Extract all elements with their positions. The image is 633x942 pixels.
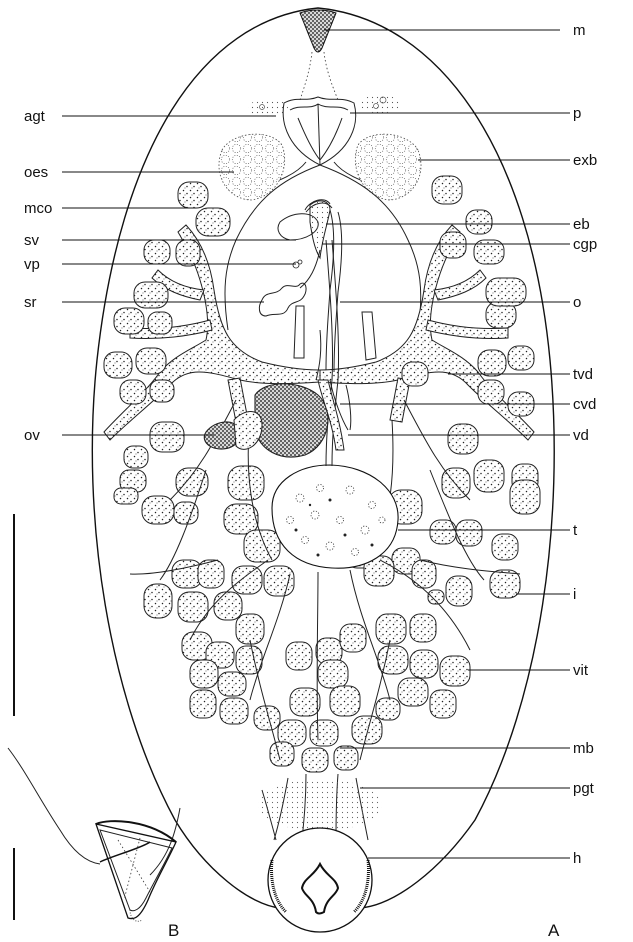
panel-labels: B A	[168, 921, 560, 940]
seminal-receptacle	[259, 250, 320, 316]
mouth-structure	[300, 10, 338, 100]
testis	[272, 465, 398, 568]
labels-left: agt oes mco sv vp sr ov	[24, 108, 52, 444]
label-mb: mb	[573, 740, 594, 757]
ovary	[204, 384, 328, 457]
labels-right: m p exb eb cgp o tvd cvd vd t i vit mb p…	[573, 22, 597, 867]
label-p: p	[573, 105, 581, 122]
panel-label-a: A	[548, 921, 560, 940]
label-sr: sr	[24, 294, 37, 311]
label-pgt: pgt	[573, 780, 595, 797]
label-i: i	[573, 586, 576, 603]
label-sv: sv	[24, 232, 40, 249]
label-vp: vp	[24, 256, 40, 273]
label-eb: eb	[573, 216, 590, 233]
label-vd: vd	[573, 427, 589, 444]
label-tvd: tvd	[573, 366, 593, 383]
panel-label-b: B	[168, 921, 179, 940]
label-o: o	[573, 294, 581, 311]
label-t: t	[573, 522, 578, 539]
label-exb: exb	[573, 152, 597, 169]
label-agt: agt	[24, 108, 46, 125]
label-oes: oes	[24, 164, 48, 181]
label-h: h	[573, 850, 581, 867]
pharynx	[283, 97, 356, 165]
panel-b-structure	[8, 748, 180, 921]
haptor	[268, 828, 372, 932]
label-ov: ov	[24, 427, 40, 444]
label-vit: vit	[573, 662, 589, 679]
label-cgp: cgp	[573, 236, 597, 253]
label-mco: mco	[24, 200, 52, 217]
excretory-bladder	[219, 134, 421, 200]
label-m: m	[573, 22, 586, 39]
label-cvd: cvd	[573, 396, 596, 413]
specimen-body	[92, 8, 554, 908]
posterior-gland-tissue	[258, 779, 382, 831]
